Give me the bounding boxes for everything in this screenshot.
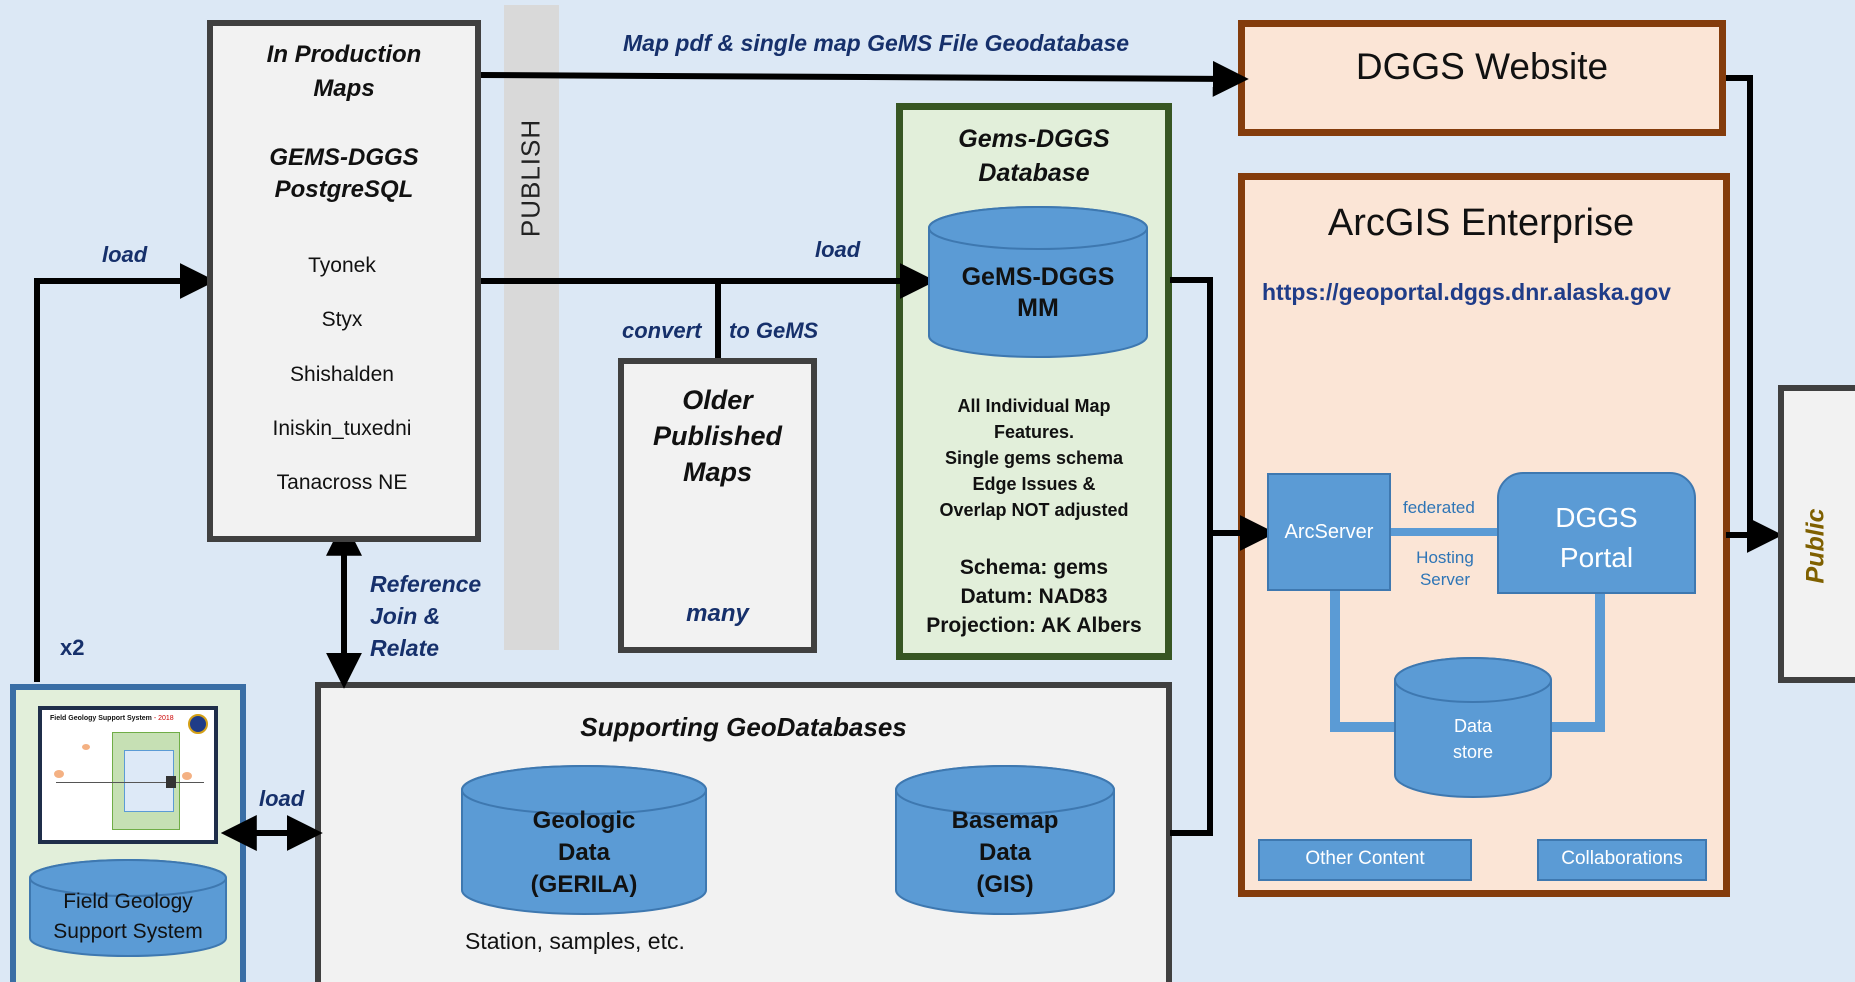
publish-label: PUBLISH bbox=[515, 118, 546, 238]
other-content-label: Other Content bbox=[1305, 848, 1425, 869]
supporting-caption: Station, samples, etc. bbox=[465, 928, 685, 954]
collaborations-box bbox=[1537, 839, 1707, 881]
gems-schema-info: Schema: gems Datum: NAD83 Projection: AK… bbox=[926, 556, 1142, 637]
hosting-server-label: Hosting Server bbox=[1416, 548, 1474, 589]
public-label: Public bbox=[1801, 508, 1830, 584]
older-maps-many: many bbox=[686, 600, 749, 627]
thumbnail-device-icon bbox=[166, 776, 176, 788]
field-geology-thumbnail[interactable]: Field Geology Support System - 2018 bbox=[38, 706, 218, 844]
basemap-data-cylinder bbox=[895, 765, 1115, 915]
arcserver-box bbox=[1267, 473, 1391, 591]
label-to-gems: to GeMS bbox=[729, 318, 819, 343]
thumbnail-flow-line bbox=[56, 782, 204, 783]
collaborations-label: Collaborations bbox=[1561, 848, 1683, 869]
geoportal-url[interactable]: https://geoportal.dggs.dnr.alaska.gov bbox=[1262, 279, 1671, 305]
db-tyonek: Tyonek bbox=[308, 254, 376, 277]
geologic-data-label: Geologic Data (GERILA) bbox=[530, 807, 638, 898]
label-map-pdf: Map pdf & single map GeMS File Geodataba… bbox=[623, 30, 1130, 56]
basemap-data-label: Basemap Data (GIS) bbox=[951, 807, 1059, 898]
arcserver-label: ArcServer bbox=[1284, 521, 1374, 543]
other-content-box bbox=[1258, 839, 1472, 881]
dggs-website-title: DGGS Website bbox=[1355, 46, 1609, 87]
connector-gems-to-arcserver bbox=[1170, 277, 1213, 533]
gems-mm-label: GeMS-DGGS MM bbox=[961, 263, 1115, 322]
field-geology-cylinder bbox=[29, 859, 227, 957]
label-load-bottom: load bbox=[259, 786, 305, 811]
field-geology-label: Field Geology Support System bbox=[53, 890, 203, 943]
dggs-portal-box bbox=[1497, 472, 1696, 594]
production-maps-box bbox=[207, 20, 481, 542]
thumbnail-orange-dot bbox=[82, 744, 90, 750]
db-iniskin-tuxedni: Iniskin_tuxedni bbox=[272, 417, 412, 440]
db-tanacross-ne: Tanacross NE bbox=[276, 471, 408, 494]
thumbnail-title: Field Geology Support System - 2018 bbox=[50, 715, 174, 722]
older-maps-box bbox=[618, 358, 817, 653]
portal-datastore-link bbox=[1550, 592, 1605, 732]
public-box bbox=[1778, 385, 1855, 683]
label-x2: x2 bbox=[60, 635, 85, 660]
thumbnail-orange-dot bbox=[54, 770, 64, 778]
connector-supporting-to-arcserver bbox=[1170, 533, 1213, 836]
arcgis-enterprise-title: ArcGIS Enterprise bbox=[1327, 202, 1635, 244]
production-title: In Production Maps bbox=[266, 41, 422, 102]
arrow-production-to-website bbox=[479, 60, 1249, 97]
production-db-label: GEMS-DGGS PostgreSQL bbox=[269, 144, 419, 203]
publish-bar bbox=[504, 5, 559, 650]
arcserver-datastore-link bbox=[1330, 590, 1395, 732]
db-shishalden: Shishalden bbox=[290, 363, 394, 386]
thumbnail-canvas: Field Geology Support System - 2018 bbox=[42, 710, 214, 840]
datastore-cylinder bbox=[1394, 657, 1552, 798]
db-styx: Styx bbox=[321, 308, 363, 331]
label-convert: convert bbox=[622, 318, 702, 343]
thumbnail-seal-icon bbox=[188, 714, 208, 734]
federated-label: federated bbox=[1403, 498, 1475, 517]
supporting-title: Supporting GeoDatabases bbox=[580, 712, 907, 742]
gems-database-title: Gems-DGGS Database bbox=[958, 125, 1110, 187]
dggs-portal-label: DGGS Portal bbox=[1555, 502, 1638, 573]
label-load-top: load bbox=[815, 237, 861, 262]
geologic-data-cylinder bbox=[461, 765, 707, 915]
thumbnail-blue-panel bbox=[124, 750, 174, 812]
label-reference-join-relate: Reference Join & Relate bbox=[370, 571, 482, 661]
arrow-website-to-public bbox=[1726, 75, 1783, 553]
datastore-label: Data store bbox=[1452, 716, 1494, 762]
thumbnail-orange-dot bbox=[182, 772, 192, 780]
arrow-load-into-production bbox=[34, 263, 216, 682]
label-load-left: load bbox=[102, 242, 148, 267]
older-maps-title: Older Published Maps bbox=[652, 385, 782, 487]
gems-mm-cylinder bbox=[928, 206, 1148, 358]
gems-description: All Individual Map Features. Single gems… bbox=[939, 396, 1129, 520]
